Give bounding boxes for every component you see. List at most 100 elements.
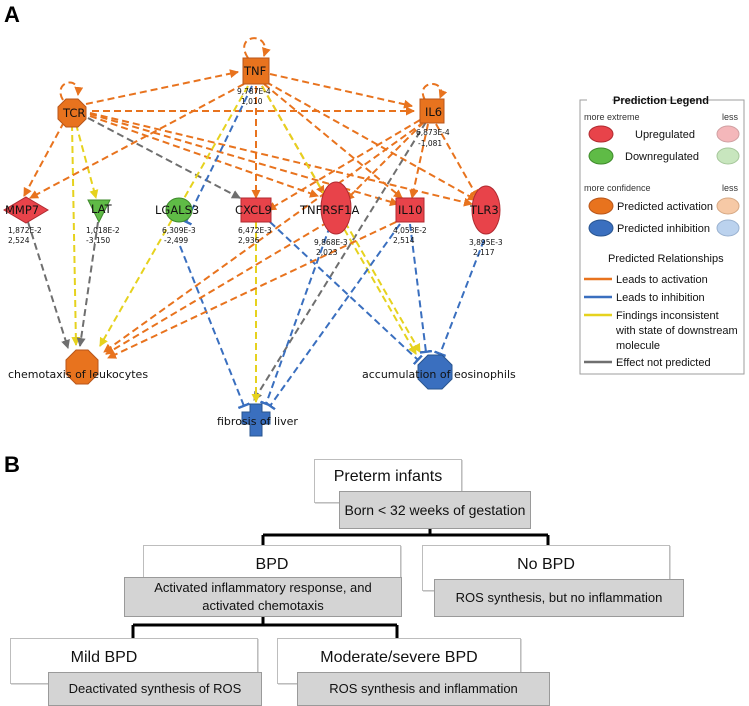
edge-il6-fibrosis xyxy=(253,121,427,401)
node-lat-stat1: 1,018E-2 xyxy=(86,226,120,235)
node-tnf-stat2: 1,010 xyxy=(241,97,263,106)
node-il10[interactable]: IL10 4,053E-2 2,514 xyxy=(393,197,427,245)
born-label: Born < 32 weeks of gestation xyxy=(344,501,526,518)
edge-tcr-chemotaxis xyxy=(71,123,81,346)
bpd-desc-box: Activated inflammatory response, and act… xyxy=(124,577,402,617)
node-cxcl9-label: CXCL9 xyxy=(235,203,272,217)
node-mmp7[interactable]: MMP7 1,872E-2 2,524 xyxy=(3,196,49,245)
node-tnf-stat1: 9,787E-4 xyxy=(237,87,271,96)
node-lat[interactable]: LAT 1,018E-2 -3,150 xyxy=(86,199,120,245)
edge-il6-tlr3 xyxy=(435,123,479,199)
node-cxcl9-stat2: 2,936 xyxy=(238,236,260,245)
legend-up-strong-swatch xyxy=(588,125,614,143)
legend-inconsistent-1: Findings inconsistent xyxy=(616,310,719,322)
legend-leads-activation: Leads to activation xyxy=(616,274,708,286)
edge-tcr-mmp7 xyxy=(23,121,65,197)
edge-tcr-tnfrsf1a xyxy=(89,115,319,198)
legend-more-confidence: more confidence xyxy=(584,183,651,193)
edge-tcr-tlr3 xyxy=(89,112,473,207)
function-fibrosis[interactable]: fibrosis of liver xyxy=(217,403,298,437)
node-tnfrsf1a-label: TNFRSF1A xyxy=(299,203,359,217)
legend-down-weak-swatch xyxy=(716,147,740,165)
panel-label-a: A xyxy=(4,2,20,27)
node-tnf[interactable]: TNF 9,787E-4 1,010 xyxy=(237,57,271,106)
legend-activation-strong-swatch xyxy=(588,197,614,215)
legend-inhibition-strong-swatch xyxy=(588,219,614,237)
legend-predicted-inhibition: Predicted inhibition xyxy=(617,223,710,235)
moderate-label: Moderate/severe BPD xyxy=(320,649,478,666)
node-tnf-label: TNF xyxy=(243,64,266,78)
function-eosinophils[interactable]: accumulation of eosinophils xyxy=(362,354,516,390)
edge-tnfrsf1a-eosinophils xyxy=(344,221,421,353)
edge-tnf-self xyxy=(243,37,271,59)
node-tlr3-stat2: 2,117 xyxy=(473,248,495,257)
node-tcr[interactable]: TCR xyxy=(57,98,87,128)
edge-il6-chemotaxis xyxy=(103,121,425,353)
node-lgals3-label: LGALS3 xyxy=(155,203,199,217)
edge-tcr-lat xyxy=(75,123,99,199)
legend-down-strong-swatch xyxy=(588,147,614,165)
edge-tnfrsf1a-fibrosis xyxy=(260,225,331,407)
legend-inhibition-weak-swatch xyxy=(716,219,740,237)
edge-tnf-tlr3 xyxy=(265,81,477,201)
panel-b-letter: B xyxy=(4,452,20,477)
function-chemotaxis[interactable]: chemotaxis of leukocytes xyxy=(8,349,148,385)
legend-inconsistent-3: molecule xyxy=(616,340,660,352)
legend-less-1: less xyxy=(722,112,739,122)
moderate-desc-label: ROS synthesis and inflammation xyxy=(329,681,518,697)
legend-not-predicted: Effect not predicted xyxy=(616,357,711,369)
edge-mmp7-chemotaxis xyxy=(27,221,70,349)
nobpd-label: No BPD xyxy=(517,556,575,573)
node-il6[interactable]: IL6 6,873E-4 -1,081 xyxy=(416,98,450,148)
legend-activation-weak-swatch xyxy=(716,197,740,215)
node-il6-label: IL6 xyxy=(425,105,442,119)
legend-upregulated: Upregulated xyxy=(635,129,695,141)
edge-tlr3-eosinophils xyxy=(434,239,485,358)
mild-label: Mild BPD xyxy=(70,649,138,666)
node-il10-stat2: 2,514 xyxy=(393,236,415,245)
node-mmp7-stat1: 1,872E-2 xyxy=(8,226,42,235)
bpd-desc-label: Activated inflammatory response, and act… xyxy=(154,580,372,613)
node-lgals3[interactable]: LGALS3 6,309E-3 -2,499 xyxy=(155,197,199,245)
network-diagram: A xyxy=(3,2,745,437)
node-lgals3-stat2: -2,499 xyxy=(164,236,188,245)
edge-lgals3-fibrosis xyxy=(179,245,250,410)
legend-less-2: less xyxy=(722,183,739,193)
mild-desc-label: Deactivated synthesis of ROS xyxy=(68,681,242,697)
edge-tnf-lgals3 xyxy=(180,85,253,226)
bpd-label: BPD xyxy=(255,556,289,573)
mild-desc-box: Deactivated synthesis of ROS xyxy=(48,672,262,706)
node-tcr-label: TCR xyxy=(62,106,85,120)
node-lgals3-stat1: 6,309E-3 xyxy=(162,226,196,235)
edge-tcr-cxcl9 xyxy=(87,117,241,199)
node-lat-label: LAT xyxy=(91,202,113,216)
edge-il10-chemotaxis xyxy=(107,221,397,359)
node-tnfrsf1a-stat2: 2,023 xyxy=(316,248,338,257)
edge-cxcl9-eosinophils xyxy=(269,221,423,366)
node-tnfrsf1a[interactable]: TNFRSF1A 9,868E-3 2,023 xyxy=(299,181,359,257)
node-cxcl9-stat1: 6,472E-3 xyxy=(238,226,272,235)
edge-tnfrsf1a-chemotaxis xyxy=(105,221,329,355)
node-cxcl9[interactable]: CXCL9 6,472E-3 2,936 xyxy=(235,197,272,245)
function-fibrosis-label: fibrosis of liver xyxy=(217,415,298,428)
node-mmp7-label: MMP7 xyxy=(5,203,39,217)
legend-leads-inhibition: Leads to inhibition xyxy=(616,292,705,304)
nobpd-desc-label: ROS synthesis, but no inflammation xyxy=(455,590,663,606)
legend-predicted-activation: Predicted activation xyxy=(617,201,713,213)
edge-tcr-il10 xyxy=(89,113,399,207)
prediction-legend: Prediction Legend more extreme less Upre… xyxy=(579,95,745,375)
edge-lat-chemotaxis xyxy=(76,221,99,347)
node-il6-stat1: 6,873E-4 xyxy=(416,128,450,137)
node-tlr3-label: TLR3 xyxy=(469,203,499,217)
preterm-label: Preterm infants xyxy=(333,468,443,485)
nobpd-desc-box: ROS synthesis, but no inflammation xyxy=(434,579,684,617)
edge-tcr-self xyxy=(59,81,84,101)
edge-tnf-mmp7 xyxy=(29,83,245,199)
edges xyxy=(23,37,485,411)
node-tlr3[interactable]: TLR3 3,895E-3 2,117 xyxy=(469,185,503,257)
edge-il6-tnfrsf1a xyxy=(345,121,425,201)
edge-il6-self xyxy=(421,83,448,101)
edge-tnf-il6 xyxy=(269,73,413,109)
legend-predicted-relationships: Predicted Relationships xyxy=(608,253,724,265)
node-tnfrsf1a-stat1: 9,868E-3 xyxy=(314,238,348,247)
